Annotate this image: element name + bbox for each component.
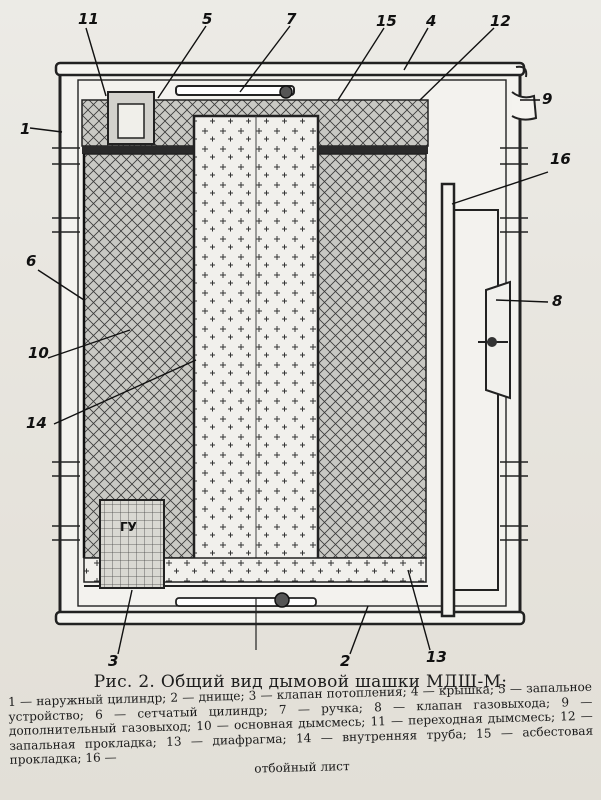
bottom [54, 592, 526, 650]
deflector-sheet [440, 182, 499, 618]
figure-caption: Рис. 2. Общий вид дымовой шашки МДШ-М: [93, 672, 508, 692]
plate-marking: ГУ [120, 520, 137, 534]
main-smoke-mixture-left [83, 153, 195, 559]
additional-gas-outlet [511, 91, 538, 121]
callout-8: 8 [552, 292, 562, 310]
figure-legend: 1 — наружный цилиндр; 2 — днище; 3 — кла… [8, 680, 594, 783]
callout-2: 2 [340, 652, 350, 670]
leader-lines [29, 25, 549, 655]
cylinder-ribs [52, 147, 528, 541]
callout-15: 15 [376, 12, 397, 30]
callout-12: 12 [490, 12, 511, 30]
main-smoke-mixture-right [317, 153, 427, 559]
callout-16: 16 [550, 150, 571, 168]
callout-1: 1 [20, 120, 30, 138]
technical-drawing: ГУ [20, 10, 571, 670]
callout-4: 4 [425, 12, 436, 30]
callout-14: 14 [26, 414, 47, 432]
callout-11: 11 [78, 10, 99, 28]
callout-3: 3 [108, 652, 118, 670]
sink-valve: ГУ [99, 499, 165, 589]
callout-10: 10 [28, 344, 49, 362]
callout-13: 13 [426, 648, 447, 666]
callout-5: 5 [202, 10, 212, 28]
callout-9-top: 9 [542, 90, 552, 108]
gas-outlet-valve [478, 280, 511, 400]
callout-6: 6 [26, 252, 36, 270]
callouts: 11 5 7 15 4 12 1 9 16 6 8 10 14 3 2 13 [20, 10, 571, 670]
callout-7: 7 [286, 10, 297, 28]
inner-tube [192, 114, 320, 564]
handle [175, 85, 295, 99]
ignition-device [107, 91, 155, 145]
